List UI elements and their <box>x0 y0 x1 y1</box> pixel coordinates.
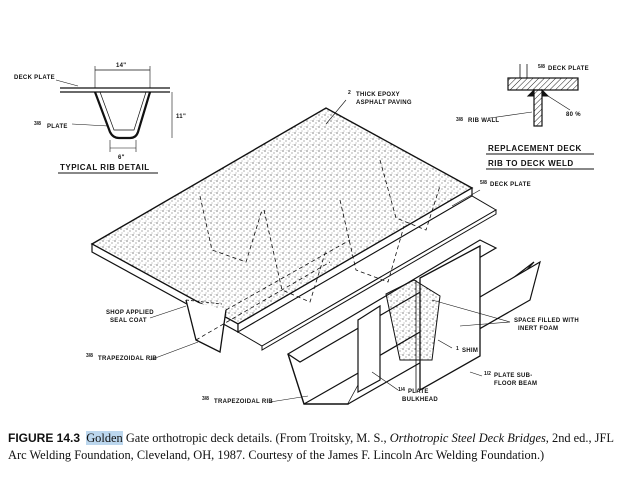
rib-wall-fraction: 3/8 <box>456 117 463 123</box>
weld-detail <box>489 64 579 127</box>
rib-plate-fraction: 3/8 <box>34 121 41 127</box>
typical-rib-detail-title: TYPICAL RIB DETAIL <box>60 163 150 172</box>
plate-sub-line1: PLATE SUB- <box>494 373 533 379</box>
trap-rib-2-label: TRAPEZOIDAL RIB <box>214 399 273 405</box>
highlighted-word: Golden <box>86 431 123 445</box>
space-filled-line1: SPACE FILLED WITH <box>514 318 579 324</box>
rib-plate-label: PLATE <box>47 124 68 130</box>
bulkhead-plate <box>357 304 381 394</box>
trap-rib-1-fraction: 3/8 <box>86 353 93 359</box>
main-deck-plate-label: DECK PLATE <box>490 182 531 188</box>
typical-rib-detail <box>55 66 173 152</box>
bulkhead-line2: BULKHEAD <box>402 397 438 403</box>
main-deck-assembly <box>90 107 541 405</box>
rib-bottom-label: 6" <box>118 155 125 161</box>
space-filled-line2: INERT FOAM <box>518 326 558 332</box>
bulkhead-line1: PLATE <box>408 389 429 395</box>
main-deck-fraction: 5/8 <box>480 180 487 186</box>
caption-book-title: Orthotropic Steel Deck Bridges <box>389 431 546 445</box>
trapezoidal-rib-front <box>185 299 227 353</box>
epoxy-fraction: 2 <box>348 90 351 96</box>
weld-rib-wall <box>533 89 543 127</box>
shim-label: SHIM <box>462 348 478 354</box>
plate-sub-line2: FLOOR BEAM <box>494 381 537 387</box>
plate-sub-fraction: 1/2 <box>484 371 491 377</box>
leader-lines <box>149 99 511 403</box>
rib-wall-label: RIB WALL <box>468 118 499 124</box>
top-deck-fraction: 5/8 <box>538 64 545 70</box>
caption-text-2: , 2nd ed., JFL Arc Welding Foundation, C… <box>8 431 614 462</box>
top-deck-plate-label: DECK PLATE <box>548 66 589 72</box>
rib-height-label: 11" <box>176 114 186 120</box>
trap-rib-1-label: TRAPEZOIDAL RIB <box>98 356 157 362</box>
rib-detail-deck-plate-label: DECK PLATE <box>14 75 55 81</box>
trap-rib-2-fraction: 3/8 <box>202 396 209 402</box>
epoxy-label-line2: ASPHALT PAVING <box>356 100 412 106</box>
inert-foam-space <box>385 279 441 361</box>
replacement-title-line2: RIB TO DECK WELD <box>488 159 574 168</box>
deck-detail-drawing: DECK PLATE 14" 11" 6" 3/8 PLATE TYPICAL … <box>14 63 594 405</box>
rib-detail-trapezoid <box>93 91 152 140</box>
epoxy-label-line1: THICK EPOXY <box>356 92 400 98</box>
replacement-title-line1: REPLACEMENT DECK <box>488 144 582 153</box>
caption-text-1: Gate orthotropic deck details. (From Tro… <box>122 431 390 445</box>
weld-percent-label: 80 % <box>566 112 581 118</box>
weld-deck-plate <box>507 77 579 91</box>
shop-applied-line2: SEAL COAT <box>110 318 147 324</box>
shim-fraction: 1 <box>456 346 459 352</box>
rib-width-label: 14" <box>116 63 126 69</box>
figure-caption: FIGURE 14.3 Golden Gate orthotropic deck… <box>8 430 620 464</box>
bulkhead-fraction: 1/4 <box>398 387 405 393</box>
figure-number: FIGURE 14.3 <box>8 431 81 445</box>
shop-applied-line1: SHOP APPLIED <box>106 310 154 316</box>
